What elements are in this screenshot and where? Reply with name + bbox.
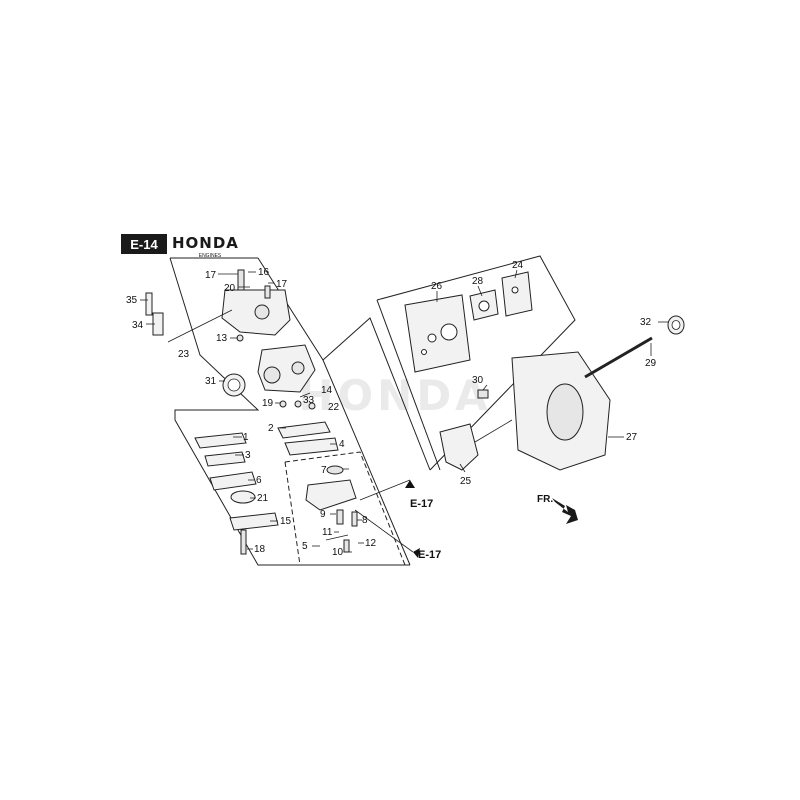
callout: 26	[431, 281, 443, 292]
callout: 29	[645, 358, 657, 369]
callout: 7	[321, 465, 327, 476]
section-refs: E-17 E-17	[405, 480, 441, 561]
direction-label: FR.	[537, 494, 553, 505]
callout: 25	[460, 476, 472, 487]
callout: 16	[258, 267, 270, 278]
callout: 17	[276, 279, 288, 290]
callout: 8	[362, 515, 368, 526]
section-code-badge	[121, 234, 167, 254]
callout: 17	[205, 270, 217, 281]
callout: 3	[245, 450, 251, 461]
callout: 4	[339, 439, 345, 450]
callout: 24	[512, 260, 524, 271]
brand-logo: HONDA	[172, 234, 239, 252]
callout: 22	[328, 402, 340, 413]
callout: 23	[178, 349, 190, 360]
callout: 2	[268, 423, 274, 434]
callout: 9	[320, 509, 326, 520]
callout: 13	[216, 333, 228, 344]
callout: 21	[257, 493, 269, 504]
callout: 11	[322, 527, 333, 538]
ref-arrow-icon	[405, 480, 415, 488]
callout: 14	[321, 385, 333, 396]
callout: 18	[254, 544, 266, 555]
section-header: E-14 HONDA ENGINES	[121, 234, 239, 259]
intake-parts	[404, 271, 685, 471]
callout: 5	[302, 541, 308, 552]
callout-numbers: 17 16 20 17 35 34 13 23 31 19 14 33 22 2…	[126, 260, 657, 558]
front-direction-indicator: FR.	[537, 494, 578, 524]
callout: 12	[365, 538, 377, 549]
callout: 10	[332, 547, 344, 558]
intake-group-frame	[376, 255, 576, 471]
callout: 33	[303, 395, 315, 406]
leader-lines	[140, 269, 668, 553]
callout: 32	[640, 317, 652, 328]
section-code: E-14	[130, 237, 158, 252]
callout: 31	[205, 376, 217, 387]
callout: 20	[224, 283, 236, 294]
callout: 15	[280, 516, 292, 527]
watermark: HONDA	[298, 371, 491, 420]
callout: 35	[126, 295, 138, 306]
callout: 34	[132, 320, 144, 331]
callout: 27	[626, 432, 638, 443]
ref-label-lower: E-17	[418, 549, 441, 561]
carburetor-parts	[145, 269, 358, 555]
callout: 6	[256, 475, 262, 486]
direction-arrow-icon	[552, 498, 578, 524]
callout: 19	[262, 398, 274, 409]
brand-subtitle: ENGINES	[199, 253, 222, 259]
callout: 1	[243, 432, 249, 443]
ref-label-upper: E-17	[410, 498, 433, 510]
callout: 28	[472, 276, 484, 287]
callout: 30	[472, 375, 484, 386]
ref-arrow-icon	[413, 548, 420, 558]
